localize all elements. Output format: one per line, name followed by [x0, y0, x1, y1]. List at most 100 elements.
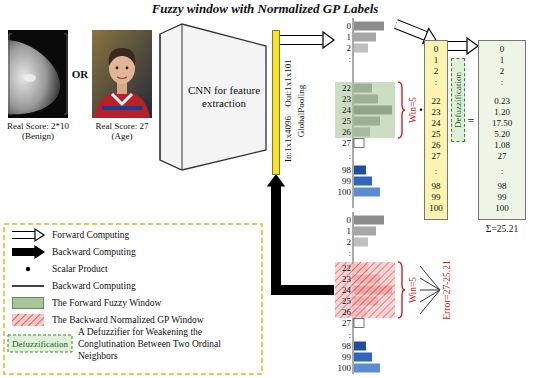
- tick-label: 22: [334, 262, 351, 274]
- legend-text: Scalar Product: [52, 263, 108, 275]
- tick-label: 26: [334, 126, 351, 138]
- histogram-panel: 012:222324252627:9899100: [334, 212, 396, 374]
- tick-label: 24: [334, 284, 351, 296]
- tick-label: 0: [334, 20, 351, 32]
- histogram-panel: 012:222324252627:9899100: [334, 18, 396, 208]
- vector-value: 2: [425, 65, 447, 77]
- vector-value: 1.08: [479, 139, 525, 151]
- vector-value: 23: [425, 106, 447, 118]
- window-size-label: Win=5: [408, 97, 418, 123]
- vector-value: 99: [479, 191, 525, 203]
- sum-label: Σ=25.21: [486, 224, 518, 234]
- vector-value: 0: [479, 43, 525, 55]
- backward-line: [420, 290, 440, 314]
- cnn-block: CNN for feature extraction: [158, 22, 268, 172]
- window-brace: [398, 82, 405, 138]
- diagram-title: Fuzzy window with Normalized GP Labels: [0, 1, 530, 17]
- legend-text: The Backward Normalized GP Window: [52, 314, 204, 326]
- vector-value: :: [425, 165, 447, 177]
- backward-gp-window: [335, 262, 395, 318]
- legend-sample: [12, 246, 44, 258]
- scalar-product-symbol: ·: [418, 101, 423, 119]
- legend-text: Backward Computing: [52, 246, 136, 258]
- legend-sample: [8, 335, 72, 352]
- vector-value: 99: [425, 191, 447, 203]
- result-vector-column: 012:0.231.2017.505.201.0827:9899100: [478, 40, 526, 220]
- tick-label: 27: [334, 137, 351, 149]
- arrow-head: [35, 229, 44, 241]
- backward-arrow: [268, 175, 334, 290]
- vector-value: 1: [425, 54, 447, 66]
- arrow-head: [467, 38, 478, 54]
- vector-value: 98: [479, 180, 525, 192]
- line-sample: [12, 285, 44, 287]
- backward-line: [420, 266, 440, 290]
- equals-symbol: =: [468, 115, 475, 128]
- histogram-bar: [354, 33, 376, 42]
- image-caption: Real Score: 2*10 (Benign): [3, 121, 73, 142]
- mammogram-picture: [8, 30, 68, 118]
- arrow-shaft: [448, 41, 468, 51]
- arrow-shaft-fill: [12, 232, 36, 238]
- or-label: OR: [72, 68, 89, 80]
- legend-text: The Forward Fuzzy Window: [52, 297, 161, 309]
- defuzzifier-box: Defuzzification: [451, 58, 465, 142]
- image-caption: Real Score: 27 (Age): [86, 121, 158, 142]
- legend-sample: [12, 229, 44, 241]
- tick-label: 2: [334, 236, 351, 248]
- histogram-bar: [354, 166, 366, 175]
- face-image: Real Score: 27 (Age): [92, 30, 152, 118]
- arrow-shaft-fill: [280, 36, 324, 44]
- vector-value: 100: [479, 202, 525, 214]
- vector-value: :: [425, 76, 447, 88]
- tick-label: 100: [334, 186, 351, 198]
- vector-value: 2: [479, 65, 525, 77]
- arrow-head: [323, 32, 334, 48]
- backward-line: [420, 290, 440, 291]
- arrow-shaft: [396, 24, 427, 36]
- legend-frame: [4, 224, 262, 374]
- tick-label: 27: [334, 317, 351, 329]
- tick-label: 1: [334, 31, 351, 43]
- histogram-bar: [354, 238, 368, 247]
- tick-label: 98: [334, 340, 351, 352]
- legend-swatch: [12, 297, 44, 309]
- histogram-bar: [354, 22, 384, 31]
- vector-value: 100: [425, 202, 447, 214]
- tick-label: 26: [334, 306, 351, 318]
- tick-label: :: [334, 247, 351, 259]
- histogram-bar: [354, 216, 384, 225]
- backward-line: [420, 278, 440, 290]
- legend-sample: [12, 286, 44, 287]
- arrow-shaft: [12, 231, 36, 239]
- hatch-sample: [12, 314, 44, 326]
- window-brace: [398, 262, 405, 318]
- mammogram-image: Real Score: 2*10 (Benign): [8, 30, 68, 118]
- legend-text: A Defuzzifier for Weakening the Congluti…: [78, 326, 258, 362]
- arrow-shaft-fill: [396, 24, 427, 36]
- tick-label: 1: [334, 225, 351, 237]
- label-vector-column: 012:222324252627:9899100: [424, 40, 448, 220]
- tick-label: 22: [334, 82, 351, 94]
- tick-label: 25: [334, 295, 351, 307]
- vector-value: 25: [425, 128, 447, 140]
- legend-text: Backward Computing: [52, 280, 136, 292]
- histogram-bar: [354, 139, 364, 148]
- vector-value: 1: [479, 54, 525, 66]
- tick-label: 23: [334, 273, 351, 285]
- tick-label: 99: [334, 175, 351, 187]
- vector-value: 22: [425, 95, 447, 107]
- feature-vector-bar: In:1x1x4096Out:1x1x101GlobalPooling: [272, 30, 280, 175]
- forward-arrow: [448, 38, 478, 54]
- tick-label: 2: [334, 42, 351, 54]
- vector-value: 24: [425, 117, 447, 129]
- arrow-shaft: [276, 185, 334, 290]
- vector-value: 1.20: [479, 106, 525, 118]
- block-label: CNN for feature extraction: [186, 84, 262, 110]
- vector-value: 27: [479, 150, 525, 162]
- vector-value: 26: [425, 139, 447, 151]
- histogram-bar: [354, 353, 372, 362]
- backward-line: [420, 290, 440, 302]
- tick-label: 98: [334, 164, 351, 176]
- histogram-bar: [354, 44, 368, 53]
